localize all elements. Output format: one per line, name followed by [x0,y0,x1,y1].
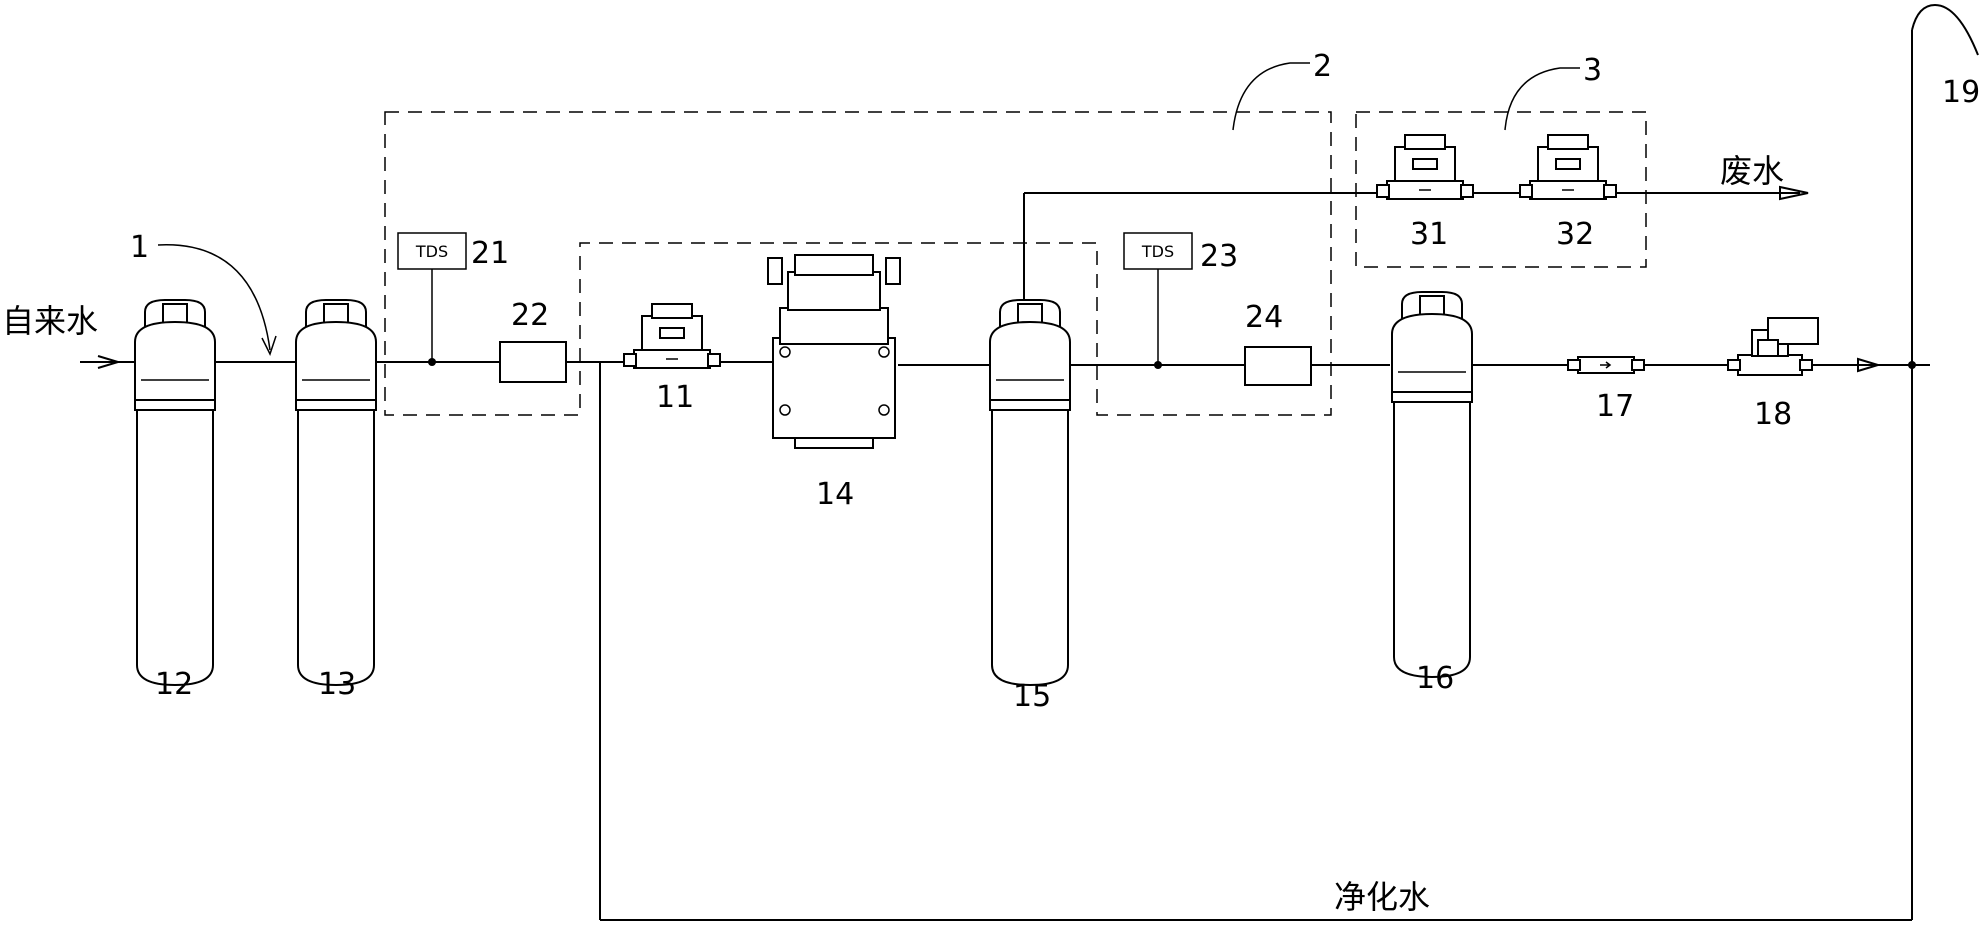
svg-text:TDS: TDS [415,242,448,261]
component-24 [1244,346,1312,386]
inlet-valve-11 [623,303,721,369]
module-3-boundary [1355,111,1647,268]
filter-15 [989,299,1071,686]
inlet-arrow-icon [97,355,122,369]
filter-12 [134,299,216,686]
filter-16 [1391,291,1473,678]
label-2: 2 [1313,49,1332,84]
svg-text:TDS: TDS [1141,242,1174,261]
waste-water-label: 废水 [1720,152,1784,190]
label-22: 22 [511,298,549,333]
purified-water-label: 净化水 [1334,878,1430,916]
label-12: 12 [155,667,193,702]
label-21: 21 [471,236,509,271]
label-16: 16 [1416,661,1454,696]
label-13: 13 [318,667,356,702]
component-22 [499,341,567,383]
junction-dot-19 [1908,361,1916,369]
label-24: 24 [1245,300,1283,335]
label-19: 19 [1942,75,1980,110]
waste-valve-31 [1376,134,1474,200]
filter-13 [295,299,377,686]
outlet-arrow-icon [1857,357,1882,373]
label-23: 23 [1200,239,1238,274]
leader-3 [1504,67,1580,131]
label-14: 14 [816,477,854,512]
inlet-label: 自来水 [2,302,98,340]
bypass-pipe [599,3,1979,921]
label-3: 3 [1583,53,1602,88]
label-15: 15 [1013,679,1051,714]
label-31: 31 [1410,217,1448,252]
leader-2 [1232,62,1310,131]
waste-valve-32 [1519,134,1617,200]
label-11: 11 [656,380,694,415]
leader-1 [157,244,277,356]
tds-sensor-23: TDS [1123,232,1193,369]
module-2-boundary [384,111,1332,416]
tds-sensor-21: TDS [397,232,467,366]
check-valve-17 [1567,356,1645,374]
label-17: 17 [1596,389,1634,424]
label-18: 18 [1754,397,1792,432]
label-1: 1 [130,230,149,265]
label-32: 32 [1556,217,1594,252]
outlet-valve-18 [1727,317,1819,376]
booster-pump-14 [767,254,901,449]
